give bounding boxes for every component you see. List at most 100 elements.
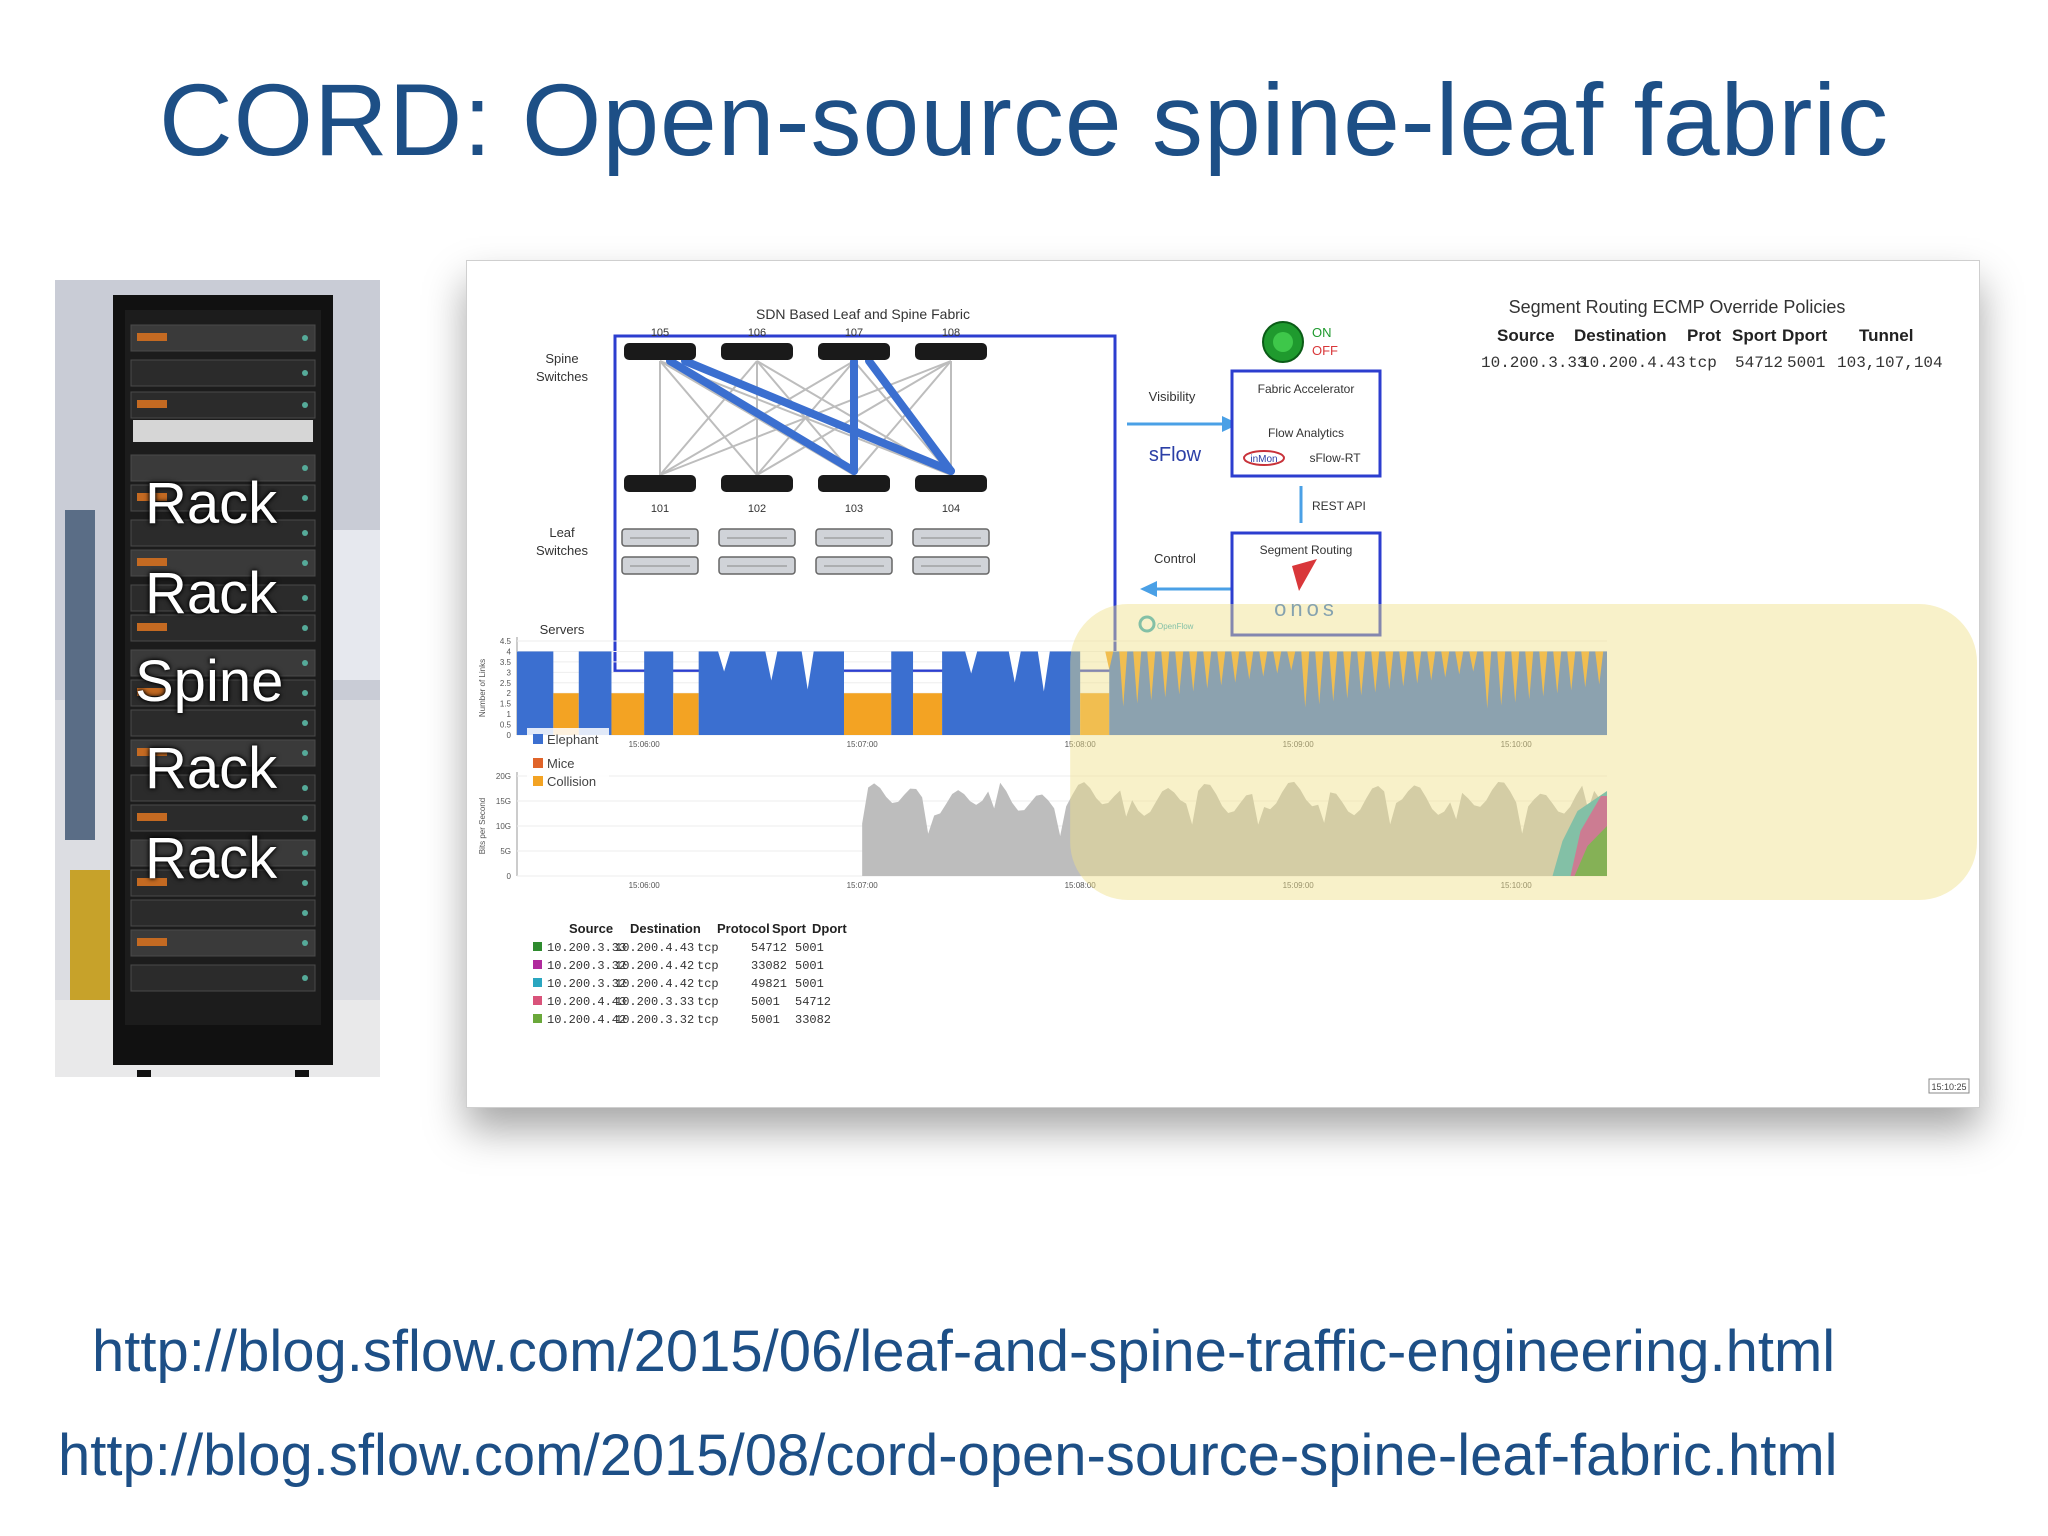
onos-logo: onos: [1274, 596, 1338, 621]
flow-row-cell: tcp: [697, 995, 719, 1009]
rack-unit: [130, 454, 316, 482]
rack-label-3: Rack: [145, 736, 278, 801]
status-led: [302, 785, 308, 791]
fabric-accelerator-text: Fabric Accelerator: [1258, 382, 1355, 396]
status-led: [302, 402, 308, 408]
collision-spike: [1581, 651, 1590, 688]
collision-spike: [1287, 651, 1296, 671]
collision-spike: [1483, 651, 1492, 709]
flow-row-swatch: [533, 1014, 542, 1023]
status-led: [302, 370, 308, 376]
flow-row-cell: tcp: [697, 1013, 719, 1027]
policy-cell-destination: 10.200.4.43: [1580, 354, 1686, 372]
toggle-on-label[interactable]: ON: [1312, 325, 1332, 340]
legend-collision: Collision: [547, 774, 596, 789]
collision-spike: [1105, 651, 1114, 670]
throughput-y-label: Bits per Second: [478, 798, 487, 854]
flow-row-swatch: [533, 978, 542, 987]
visibility-text: Visibility: [1149, 389, 1196, 404]
links-segment: [844, 693, 892, 735]
leaf-id: 104: [942, 503, 960, 515]
flow-row-cell: tcp: [697, 941, 719, 955]
rest-api-text: REST API: [1312, 499, 1366, 513]
collision-spike: [1413, 651, 1422, 684]
links-segment: [891, 651, 914, 735]
blog-url-2[interactable]: http://blog.sflow.com/2015/08/cord-open-…: [58, 1423, 1838, 1488]
flow-row-swatch: [533, 960, 542, 969]
spine-switches-label-2: Switches: [536, 369, 589, 384]
status-led: [302, 720, 308, 726]
links-dip: [965, 651, 978, 674]
status-led: [302, 750, 308, 756]
status-led: [302, 660, 308, 666]
spine-id: 105: [651, 327, 669, 339]
collision-spike: [1203, 651, 1212, 689]
links-y-tick: 0: [507, 731, 512, 740]
flow-analytics-text: Flow Analytics: [1268, 426, 1344, 440]
spine-switch-icon[interactable]: [624, 343, 696, 360]
current-time-box: [1928, 1078, 1970, 1094]
rack-illustration: [55, 280, 380, 1077]
links-segment: [611, 693, 645, 735]
collision-spike: [1133, 651, 1142, 704]
legend-swatch-mice: [533, 758, 543, 768]
leaf-switch-icon[interactable]: [818, 475, 890, 492]
links-y-tick: 1: [507, 710, 512, 719]
throughput-x-tick: 15:07:00: [847, 881, 879, 890]
flow-table: [527, 916, 842, 1056]
status-led: [302, 595, 308, 601]
links-y-tick: 0.5: [500, 721, 512, 730]
rack-unit: [130, 899, 316, 927]
collision-spike: [1175, 651, 1184, 695]
links-x-tick: 15:09:00: [1283, 740, 1315, 749]
status-led: [302, 465, 308, 471]
leaf-switch-icon[interactable]: [624, 475, 696, 492]
inmon-logo-ring: [1243, 450, 1285, 466]
ecmp-path: [681, 357, 955, 475]
flow-header-destination: Destination: [630, 921, 701, 936]
flow-row-cell: 5001: [751, 1013, 780, 1027]
flow-header-source: Source: [569, 921, 613, 936]
flow-row-cell: 10.200.4.42: [615, 977, 694, 991]
spine-switch-icon[interactable]: [721, 343, 793, 360]
spine-switch-icon[interactable]: [915, 343, 987, 360]
spine-switch-icon[interactable]: [818, 343, 890, 360]
flow-row-cell: 10.200.3.32: [547, 977, 626, 991]
links-segment: [913, 693, 943, 735]
collision-spike: [1245, 651, 1254, 680]
rack-cable: [137, 400, 167, 408]
segment-routing-box: [1230, 531, 1382, 637]
legend-swatch-collision: [533, 776, 543, 786]
collision-spike: [1147, 651, 1156, 701]
flow-row-cell: 54712: [795, 995, 831, 1009]
fabric-link: [853, 360, 952, 476]
collision-spike: [1427, 651, 1436, 681]
sflow-logo: sFlow: [1149, 444, 1202, 466]
toggle-off-label[interactable]: OFF: [1312, 343, 1338, 358]
policy-header-tunnel: Tunnel: [1859, 326, 1913, 345]
segment-routing-text: Segment Routing: [1260, 543, 1353, 557]
collision-spike: [1329, 651, 1338, 702]
collision-spike: [1119, 651, 1128, 707]
flow-row-cell: 10.200.3.32: [615, 1013, 694, 1027]
links-dip: [1008, 651, 1021, 683]
leaf-switch-icon[interactable]: [915, 475, 987, 492]
fabric-title: SDN Based Leaf and Spine Fabric: [756, 306, 970, 322]
links-y-tick: 2: [507, 689, 512, 698]
links-y-tick: 2.5: [500, 679, 512, 688]
rack-cable: [137, 813, 167, 821]
throughput-y-tick: 0: [507, 872, 512, 881]
slide-title: CORD: Open-source spine-leaf fabric: [158, 63, 1889, 177]
flow-row-cell: 5001: [795, 959, 824, 973]
spine-id: 106: [748, 327, 766, 339]
flow-row-cell: 5001: [795, 977, 824, 991]
collision-spike: [1553, 651, 1562, 694]
collision-spike: [1385, 651, 1394, 690]
throughput-x-tick: 15:10:00: [1501, 881, 1533, 890]
leaf-switch-icon[interactable]: [721, 475, 793, 492]
blog-url-1[interactable]: http://blog.sflow.com/2015/06/leaf-and-s…: [92, 1319, 1836, 1384]
policy-cell-prot: tcp: [1688, 354, 1717, 372]
collision-spike: [1259, 651, 1268, 677]
